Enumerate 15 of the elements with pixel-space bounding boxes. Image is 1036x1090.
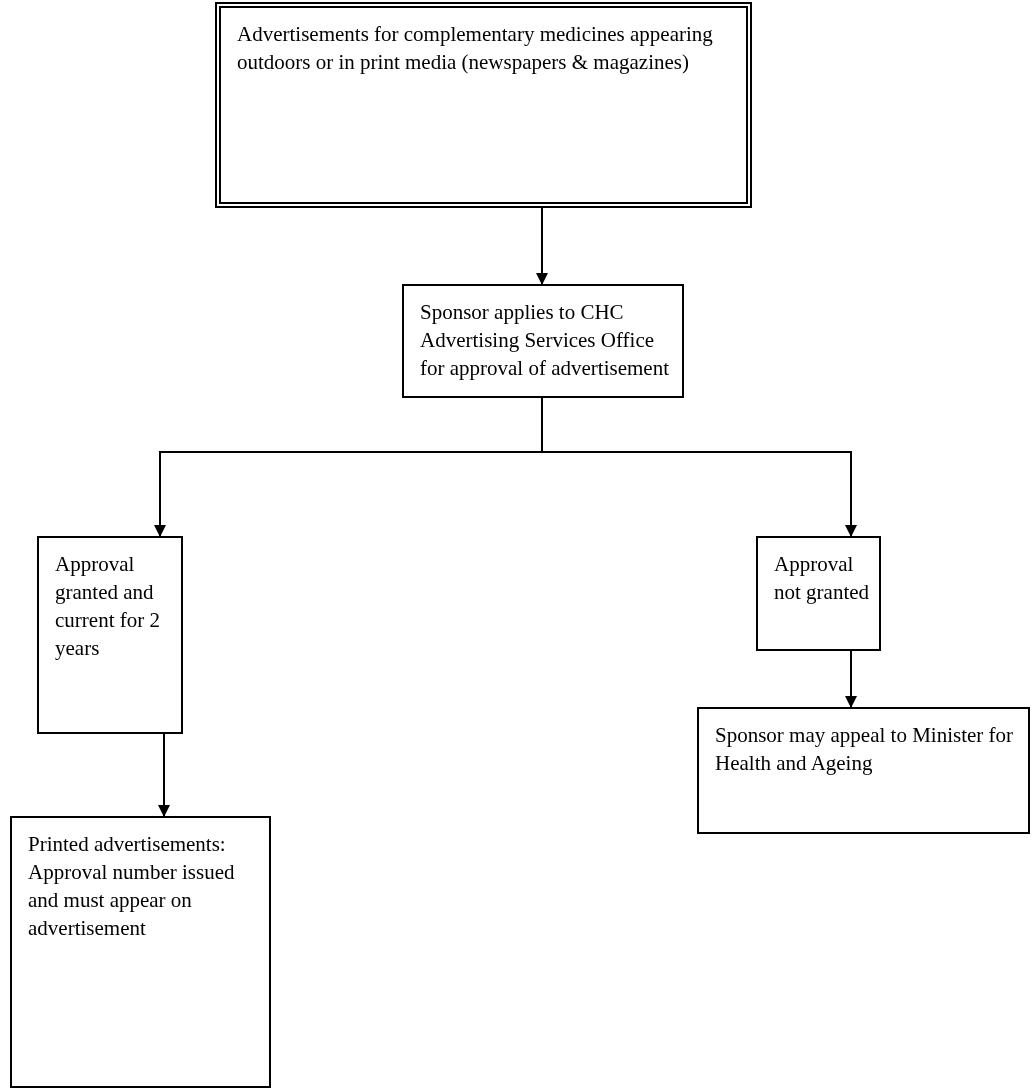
process-box [756,536,881,651]
start-box [215,2,752,208]
arrow [845,650,857,708]
arrow [536,207,548,285]
process-box [697,707,1030,834]
arrow [158,733,170,817]
node-text: Printed advertisements: Approval number issued and must appear on advertisement [28,831,236,942]
process-box [37,536,183,734]
node-text: Approval granted and current for 2 years [55,551,161,662]
process-box [10,816,271,1088]
node-text: Sponsor applies to CHC Advertising Services Office for approval of advertisement [420,299,670,382]
node-text: Sponsor may appeal to Minister for Health and Ageing [715,722,1015,777]
node-text: Approval not granted [774,551,871,606]
node-text: Advertisements for complementary medicines appearing outdoors or in print media (newspapers & magazines) [237,21,714,76]
process-box [402,284,684,398]
